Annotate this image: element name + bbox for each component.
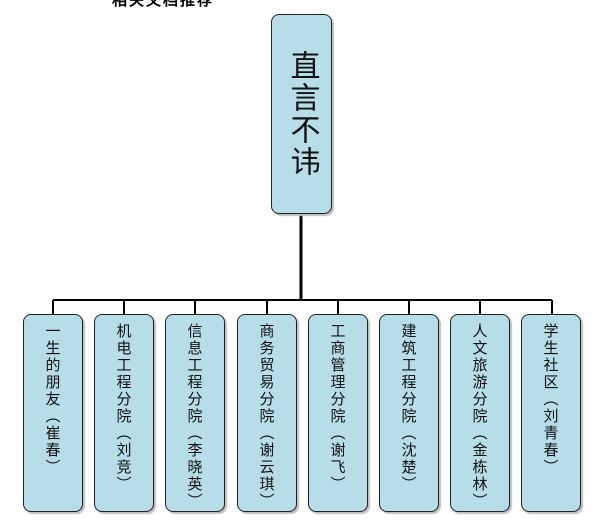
child-node-5: 工商管理分院（谢飞） bbox=[308, 314, 368, 512]
root-node: 直言不讳 bbox=[271, 14, 332, 214]
child-node-8: 学生社区（刘青春） bbox=[521, 314, 581, 512]
child-node-label: 人文旅游分院（金栋林） bbox=[470, 323, 489, 510]
child-node-2: 机电工程分院（刘竞） bbox=[94, 314, 154, 512]
child-node-label: 机电工程分院（刘竞） bbox=[114, 323, 133, 493]
child-node-label: 商务贸易分院（谢云琪） bbox=[257, 323, 276, 510]
child-node-label: 一生的朋友（崔春） bbox=[43, 323, 62, 476]
child-node-7: 人文旅游分院（金栋林） bbox=[450, 314, 510, 512]
child-node-label: 建筑工程分院（沈楚） bbox=[399, 323, 418, 493]
child-node-label: 学生社区（刘青春） bbox=[541, 323, 560, 476]
root-node-label: 直言不讳 bbox=[284, 50, 320, 178]
child-node-6: 建筑工程分院（沈楚） bbox=[379, 314, 439, 512]
child-node-label: 信息工程分院（李晓英） bbox=[185, 323, 204, 510]
child-node-label: 工商管理分院（谢飞） bbox=[328, 323, 347, 493]
child-node-1: 一生的朋友（崔春） bbox=[23, 314, 83, 512]
page-caption: 相关文档推荐 bbox=[112, 0, 215, 9]
child-node-3: 信息工程分院（李晓英） bbox=[165, 314, 225, 512]
child-node-4: 商务贸易分院（谢云琪） bbox=[237, 314, 297, 512]
